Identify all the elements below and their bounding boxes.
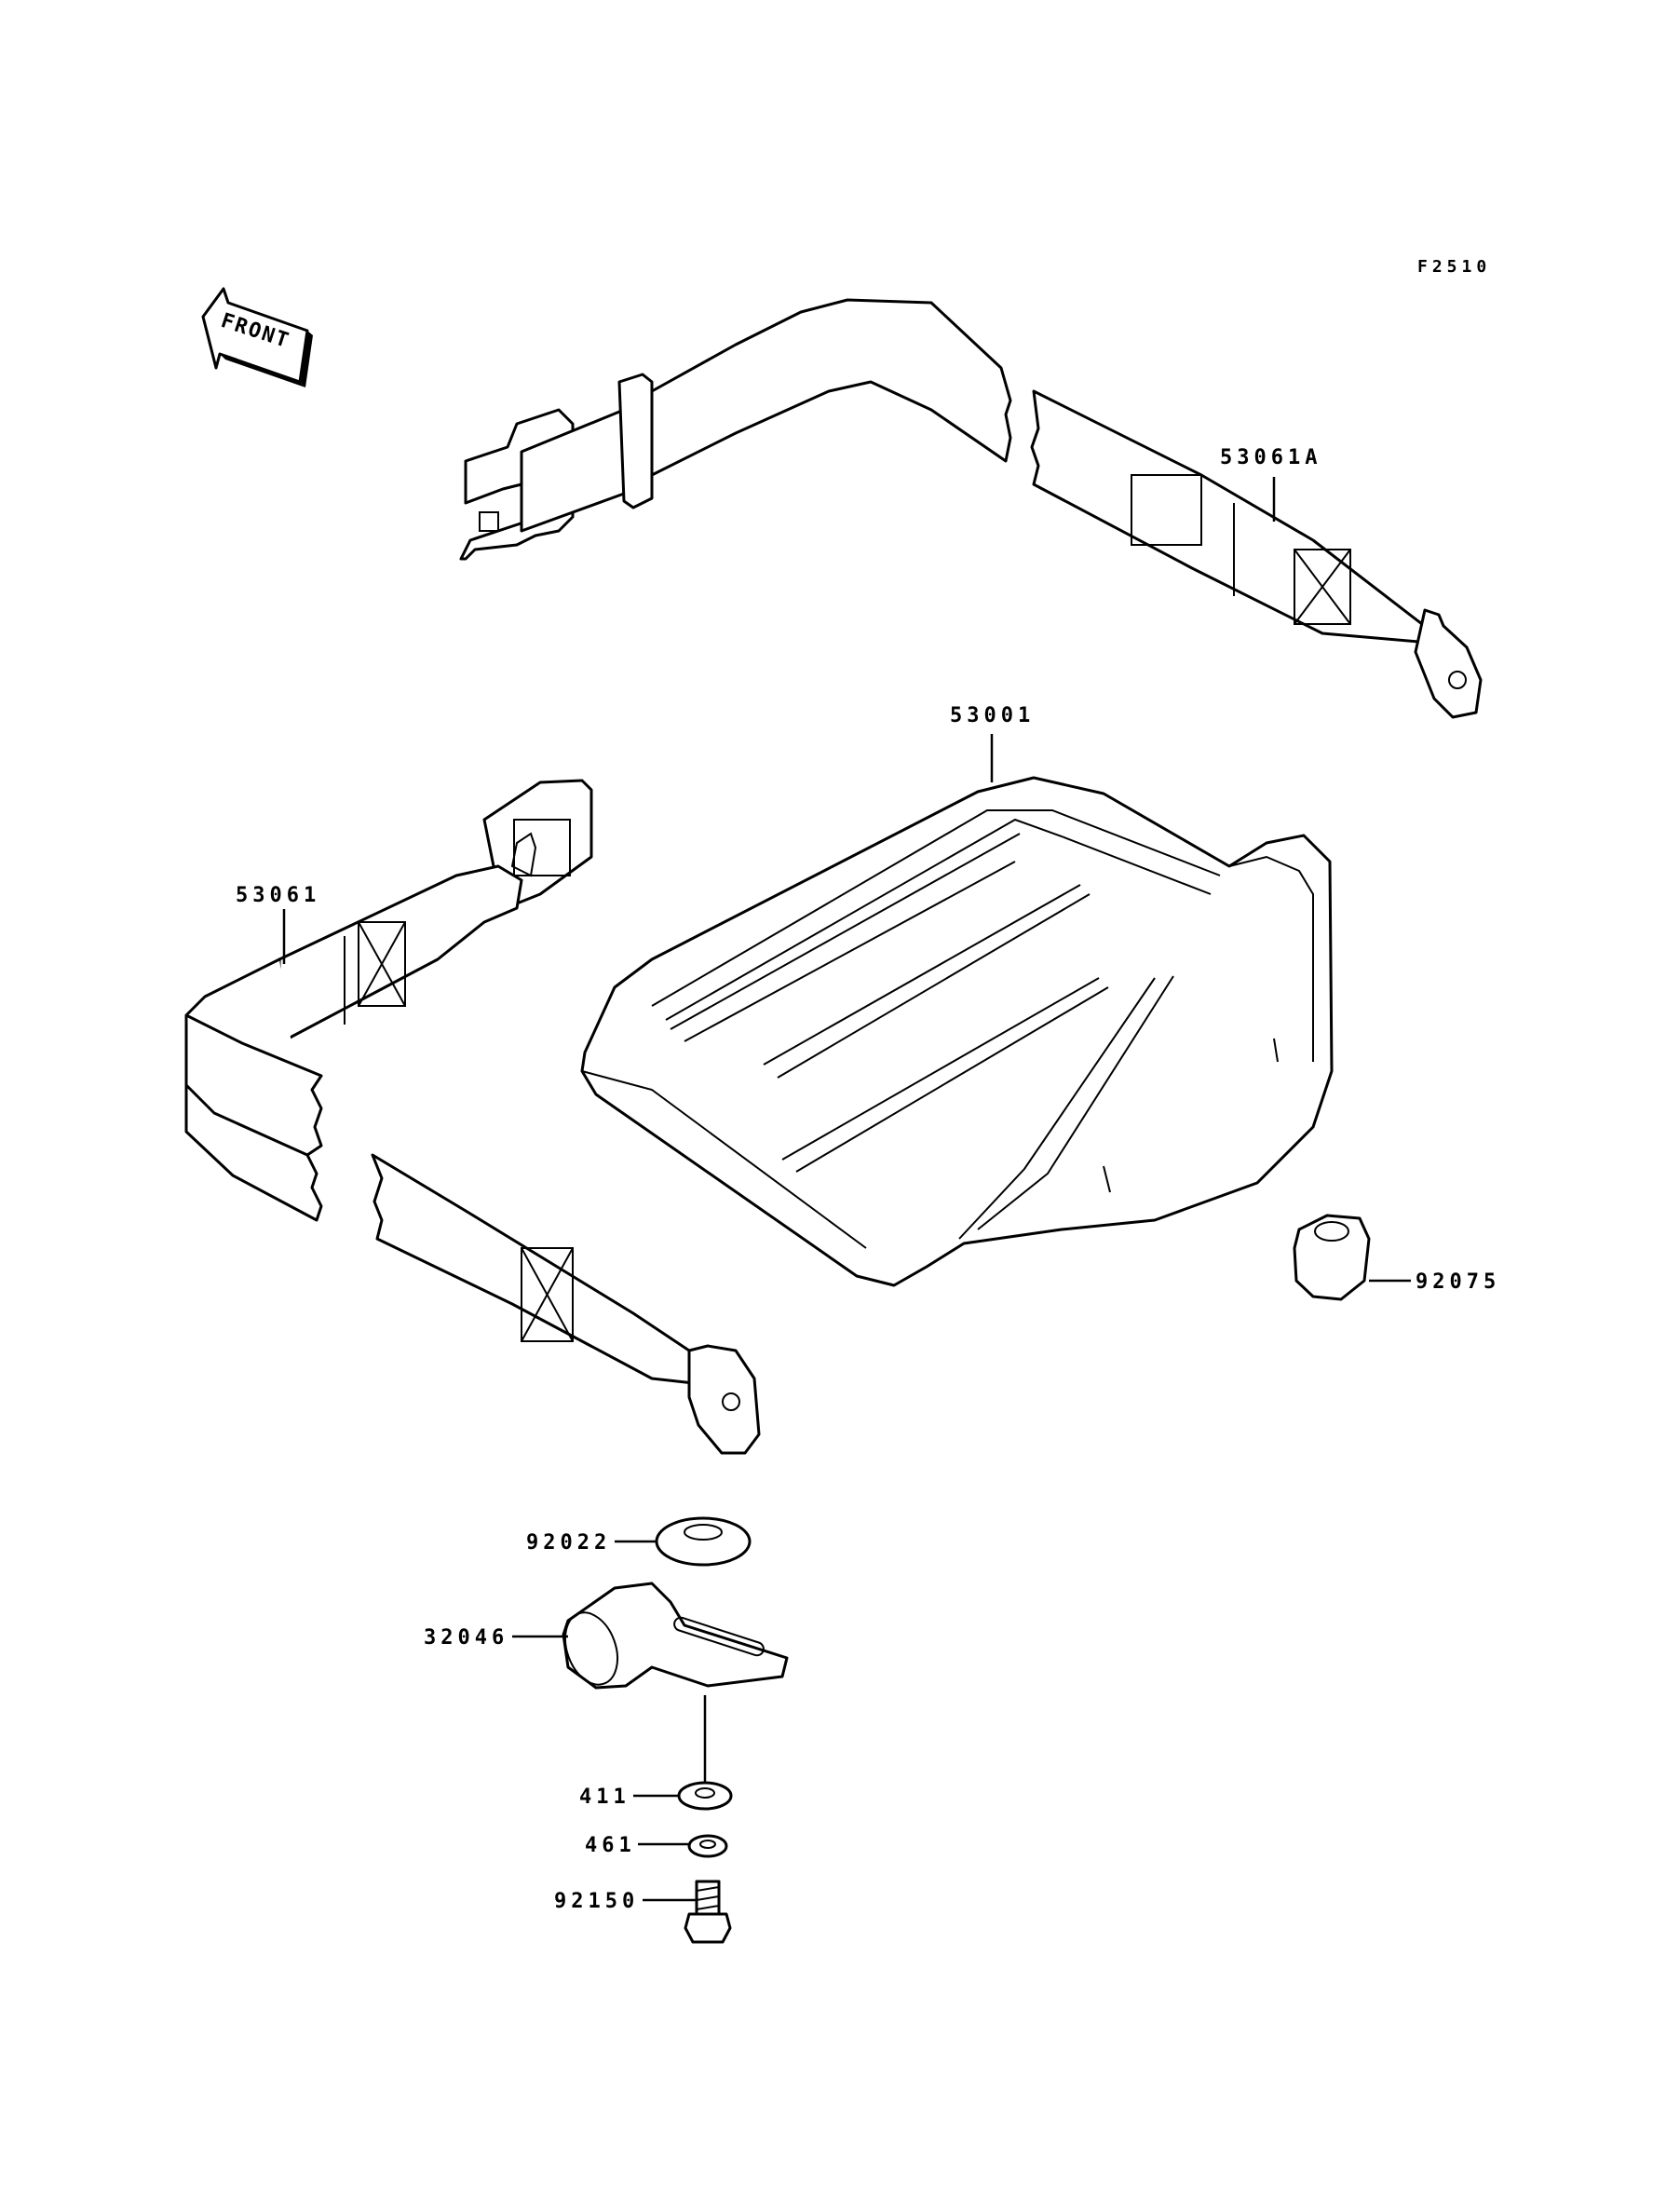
label-53061a: 53061A [1220,446,1321,469]
label-53061: 53061 [236,884,320,907]
label-92075: 92075 [1416,1270,1500,1294]
figure-code: F2510 [1417,257,1491,277]
label-411: 411 [579,1786,630,1809]
seat-belt-a [459,298,1483,719]
bracket-part [512,1582,789,1784]
seat [580,734,1334,1287]
label-92150: 92150 [554,1890,639,1913]
label-92022: 92022 [526,1531,611,1555]
lock-washer-part [638,1834,728,1858]
flat-washer-part [633,1781,733,1811]
label-53001: 53001 [950,704,1035,727]
bolt-part [643,1880,732,1944]
washer-part [615,1516,752,1567]
label-32046: 32046 [424,1626,508,1650]
front-arrow-icon: FRONT [201,287,313,387]
label-461: 461 [585,1834,636,1857]
cap-part [1293,1214,1411,1301]
seat-belt [184,779,761,1455]
